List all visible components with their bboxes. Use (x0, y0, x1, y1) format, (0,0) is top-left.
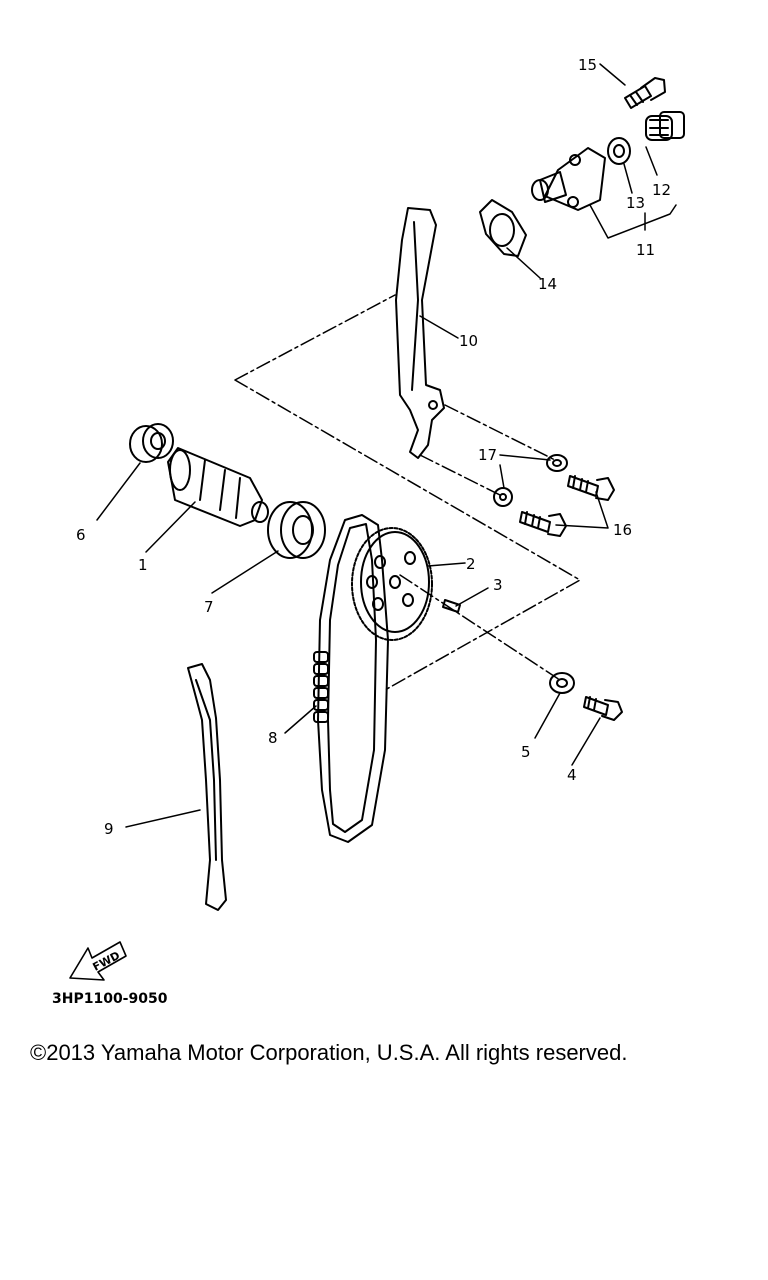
part-14-gasket (479, 199, 527, 257)
part-9-chain-guide (187, 663, 227, 911)
part-5-washer (549, 672, 575, 694)
part-6-bearing (129, 423, 174, 463)
callout-16: 16 (613, 521, 632, 539)
callout-10: 10 (459, 332, 478, 350)
callout-2: 2 (466, 555, 476, 573)
callout-6: 6 (76, 526, 86, 544)
callout-13: 13 (626, 194, 645, 212)
callout-14: 14 (538, 275, 557, 293)
callout-4: 4 (567, 766, 577, 784)
assembly-reference-line (234, 294, 581, 691)
copyright-notice: ©2013 Yamaha Motor Corporation, U.S.A. A… (30, 1040, 628, 1065)
part-11-tensioner-assembly (531, 147, 606, 211)
callout-3: 3 (493, 576, 503, 594)
part-3-dowel-pin (442, 599, 461, 613)
callout-12: 12 (652, 181, 671, 199)
callout-9: 9 (104, 820, 114, 838)
part-7-bearing (267, 501, 326, 559)
fwd-arrow-icon (69, 941, 127, 981)
exploded-view-drawing: 15 12 13 11 14 10 17 16 6 1 2 3 7 8 5 4 … (52, 56, 685, 1007)
leader-lines (96, 63, 677, 828)
part-2-cam-sprocket (351, 527, 433, 641)
part-12-plug-bolt (645, 111, 685, 141)
part-8-cam-chain (313, 514, 389, 843)
part-16-bolt-lower (519, 511, 567, 537)
callout-labels: 15 12 13 11 14 10 17 16 6 1 2 3 7 8 5 4 … (52, 56, 671, 1007)
callout-8: 8 (268, 729, 278, 747)
part-17-washer-b (493, 487, 513, 507)
callout-1: 1 (138, 556, 148, 574)
part-4-bolt (583, 696, 623, 721)
part-1-camshaft (167, 447, 269, 527)
callout-17: 17 (478, 446, 497, 464)
part-15-bolt (624, 77, 666, 109)
part-13-gasket (607, 137, 631, 165)
part-16-bolt-upper (567, 475, 615, 501)
parts-diagram: 15 12 13 11 14 10 17 16 6 1 2 3 7 8 5 4 … (52, 56, 685, 1007)
callout-11: 11 (636, 241, 655, 259)
callout-7: 7 (204, 598, 214, 616)
part-code-label: 3HP1100-9050 (52, 991, 168, 1007)
part-17-washer-a (546, 454, 568, 472)
fwd-label: FWD (91, 949, 123, 974)
callout-5: 5 (521, 743, 531, 761)
part-10-chain-guide-tensioner (395, 207, 445, 459)
callout-15: 15 (578, 56, 597, 74)
